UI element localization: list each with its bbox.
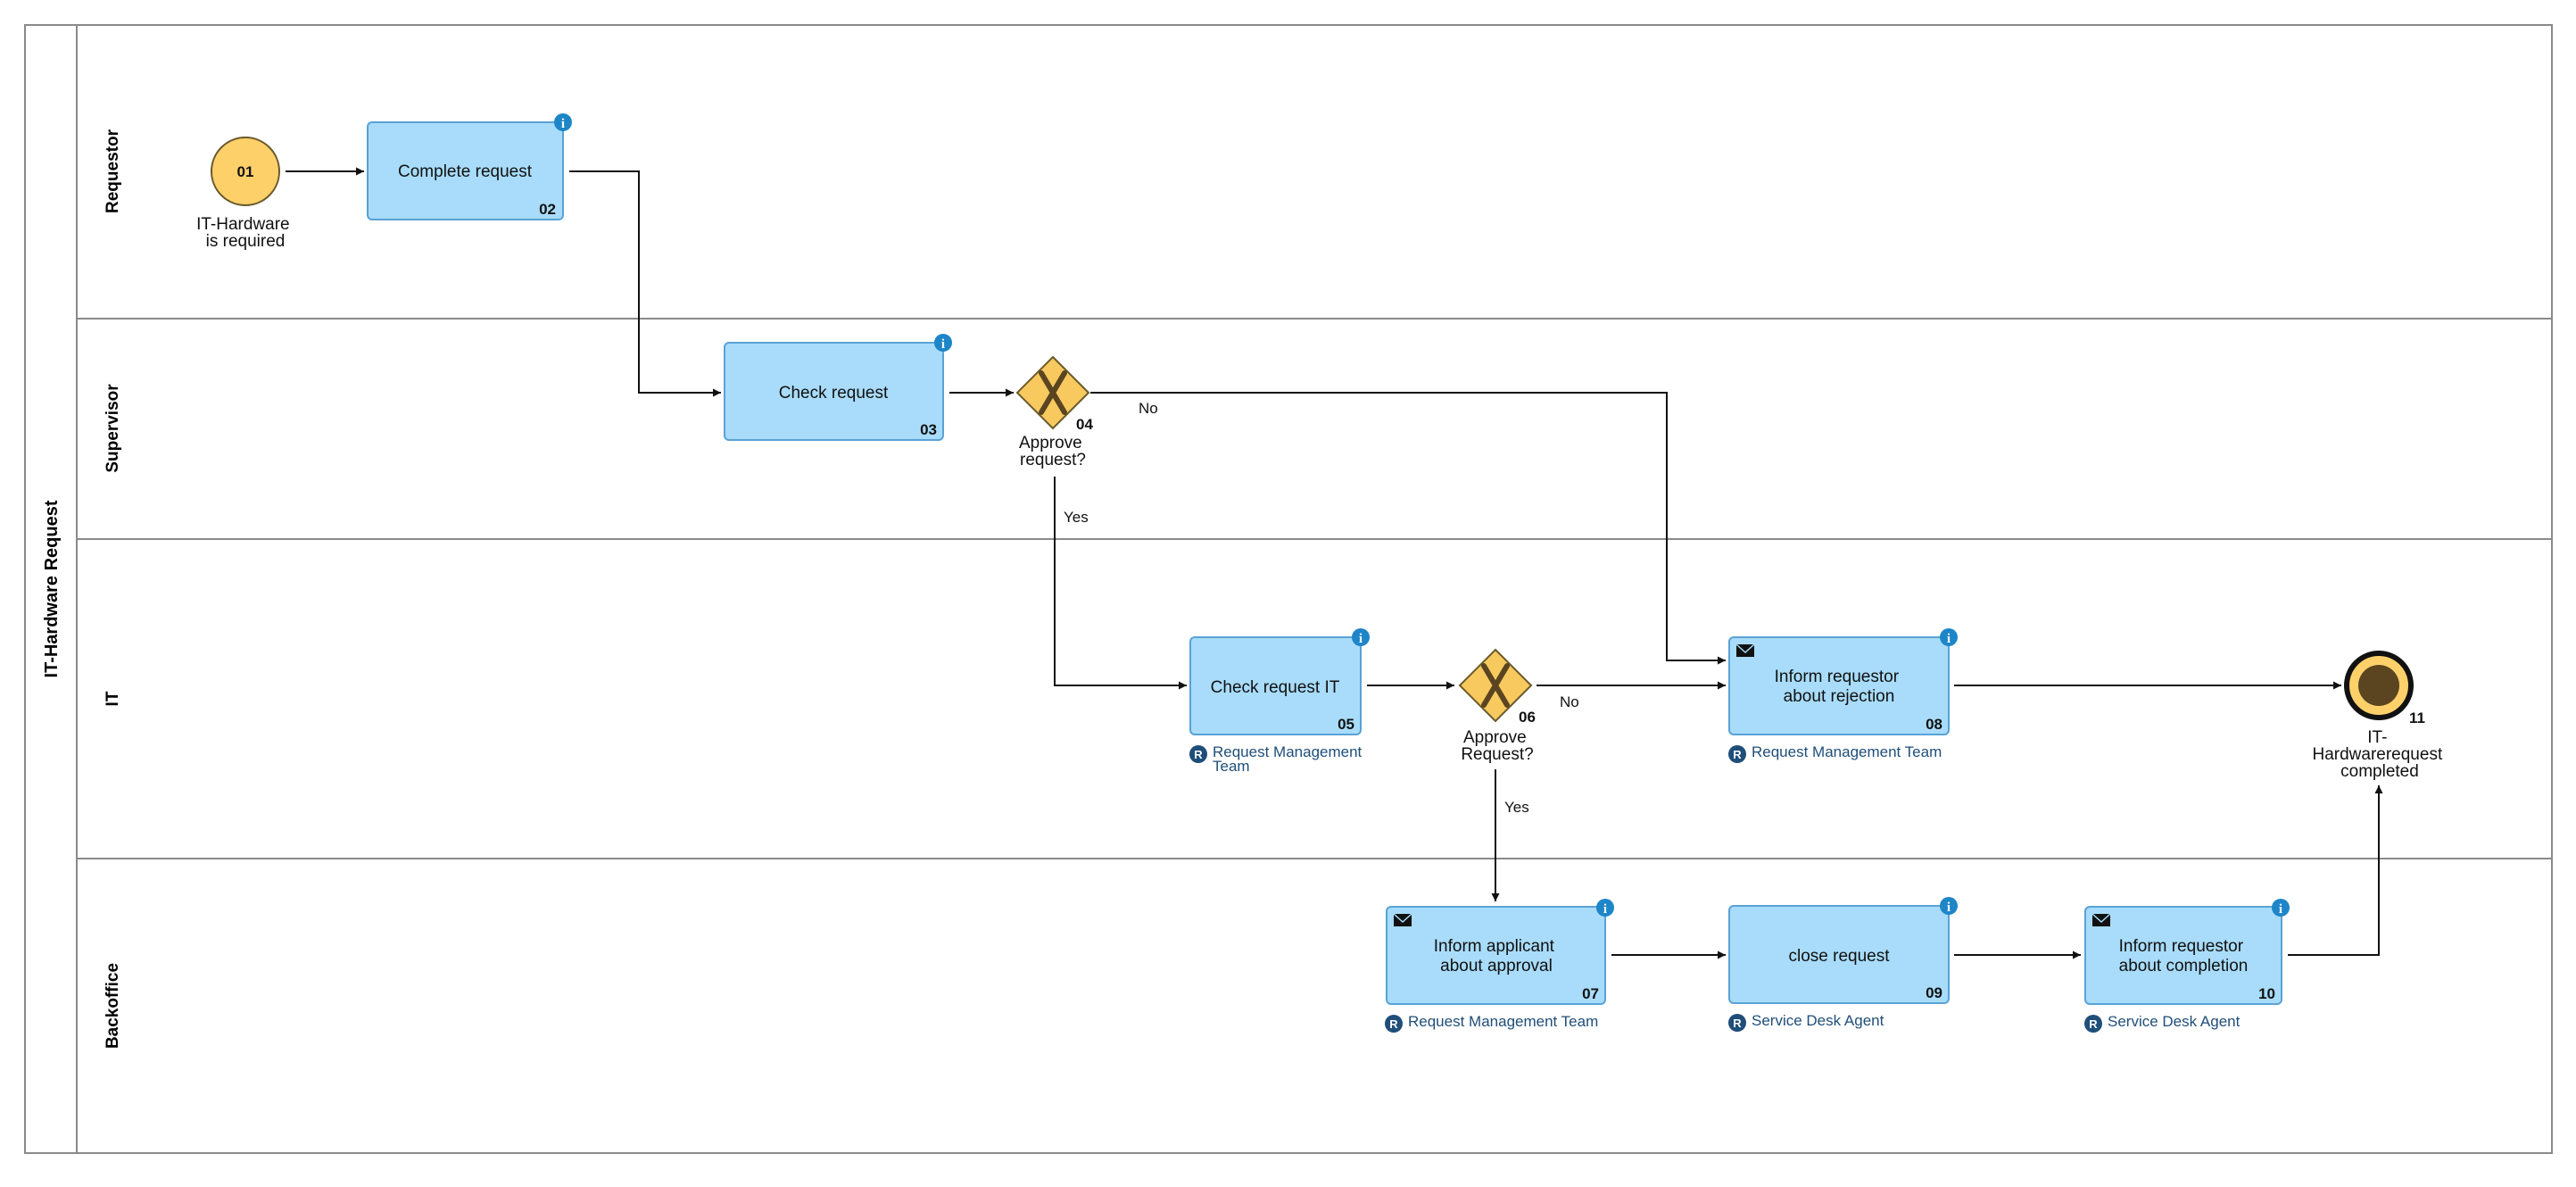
task-03[interactable]: Check request 03 i: [724, 334, 952, 441]
flow-label-04-no: No: [1139, 400, 1158, 417]
start-event-circle[interactable]: [211, 137, 280, 206]
task-07-role: Request Management Team: [1408, 1013, 1598, 1030]
svg-text:R: R: [1733, 1017, 1742, 1030]
svg-text:R: R: [2089, 1017, 2098, 1031]
exclusive-x-icon: [1481, 663, 1510, 708]
svg-text:i: i: [1947, 632, 1951, 646]
info-icon[interactable]: i: [2272, 899, 2290, 917]
task-09-role: Service Desk Agent: [1752, 1012, 1884, 1029]
svg-text:i: i: [1359, 632, 1363, 646]
task-02[interactable]: Complete request 02 i: [367, 113, 572, 220]
task-07-label: Inform applicant about approval: [1434, 937, 1559, 975]
flow-label-04-yes: Yes: [1064, 509, 1089, 526]
task-08[interactable]: Inform requestor about rejection 08 i R …: [1728, 628, 1958, 763]
end-event[interactable]: 11 IT- Hardwarerequest completed: [2312, 651, 2447, 781]
gateway-06[interactable]: 06 Approve Request?: [1458, 648, 1536, 764]
flow-label-06-yes: Yes: [1504, 799, 1529, 816]
role-badge-icon: R: [2084, 1015, 2102, 1033]
svg-text:R: R: [1194, 748, 1203, 761]
task-03-number: 03: [920, 421, 937, 438]
task-10-role: Service Desk Agent: [2108, 1013, 2241, 1030]
task-05-role: Request Management Team: [1213, 743, 1366, 775]
pool-title: IT-Hardware Request: [42, 500, 62, 677]
sequence-flows: [286, 167, 2383, 959]
exclusive-x-icon: [1039, 370, 1067, 415]
info-icon[interactable]: i: [934, 334, 952, 352]
lane-title-requestor: Requestor: [104, 129, 122, 213]
svg-text:R: R: [1389, 1017, 1398, 1031]
task-10-number: 10: [2258, 985, 2275, 1002]
task-02-number: 02: [539, 201, 556, 218]
task-07[interactable]: Inform applicant about approval 07 i R R…: [1385, 899, 1614, 1033]
lane-title-supervisor: Supervisor: [104, 384, 122, 473]
lane-title-backoffice: Backoffice: [104, 963, 122, 1049]
envelope-icon: [1735, 643, 1755, 657]
flow-02-03[interactable]: [569, 170, 721, 397]
flow-10-11[interactable]: [2288, 785, 2383, 956]
role-badge-icon: R: [1385, 1015, 1403, 1033]
svg-text:i: i: [941, 337, 945, 352]
task-08-label: Inform requestor about rejection: [1775, 668, 1904, 706]
task-03-label: Check request: [779, 384, 889, 403]
task-08-number: 08: [1926, 716, 1942, 733]
start-event-label: IT-Hardware is required: [196, 215, 294, 251]
info-icon[interactable]: i: [1940, 897, 1958, 915]
flow-label-06-no: No: [1560, 693, 1579, 710]
gateway-04[interactable]: 04 Approve request?: [1015, 355, 1093, 469]
svg-text:i: i: [2279, 902, 2282, 917]
flow-04-05-yes[interactable]: [1054, 477, 1187, 690]
task-07-number: 07: [1582, 985, 1599, 1002]
task-10[interactable]: Inform requestor about completion 10 i R…: [2084, 899, 2290, 1033]
role-badge-icon: R: [1728, 745, 1746, 763]
info-icon[interactable]: i: [1940, 628, 1958, 646]
task-05[interactable]: Check request IT 05 i R Request Manageme…: [1189, 628, 1370, 775]
task-05-number: 05: [1338, 716, 1354, 733]
task-10-label: Inform requestor about completion: [2119, 937, 2249, 975]
svg-text:R: R: [1733, 748, 1742, 761]
info-icon[interactable]: i: [554, 113, 572, 131]
task-02-label: Complete request: [398, 162, 533, 181]
info-icon[interactable]: i: [1596, 899, 1614, 917]
start-event-number: 01: [237, 163, 254, 180]
flow-04-08-no[interactable]: [1090, 392, 1726, 665]
task-08-role: Request Management Team: [1752, 743, 1942, 760]
task-09-label: close request: [1788, 947, 1890, 966]
gateway-04-label: Approve request?: [1019, 434, 1087, 469]
end-event-number: 11: [2409, 710, 2425, 726]
info-icon[interactable]: i: [1352, 628, 1370, 646]
task-05-label: Check request IT: [1211, 678, 1340, 697]
svg-text:i: i: [1947, 901, 1951, 915]
role-badge-icon: R: [1189, 745, 1207, 763]
start-event[interactable]: 01 IT-Hardware is required: [196, 137, 294, 251]
svg-text:i: i: [1603, 902, 1607, 917]
envelope-icon: [1393, 913, 1412, 926]
gateway-06-number: 06: [1519, 709, 1536, 726]
gateway-06-label: Approve Request?: [1461, 728, 1533, 764]
gateway-04-number: 04: [1076, 416, 1093, 433]
end-event-label: IT- Hardwarerequest completed: [2312, 728, 2447, 781]
envelope-icon: [2091, 913, 2111, 926]
role-badge-icon: R: [1728, 1014, 1746, 1032]
task-09[interactable]: close request 09 i R Service Desk Agent: [1728, 897, 1958, 1032]
lane-title-it: IT: [104, 691, 122, 706]
task-09-number: 09: [1926, 984, 1942, 1001]
svg-text:i: i: [561, 117, 565, 131]
